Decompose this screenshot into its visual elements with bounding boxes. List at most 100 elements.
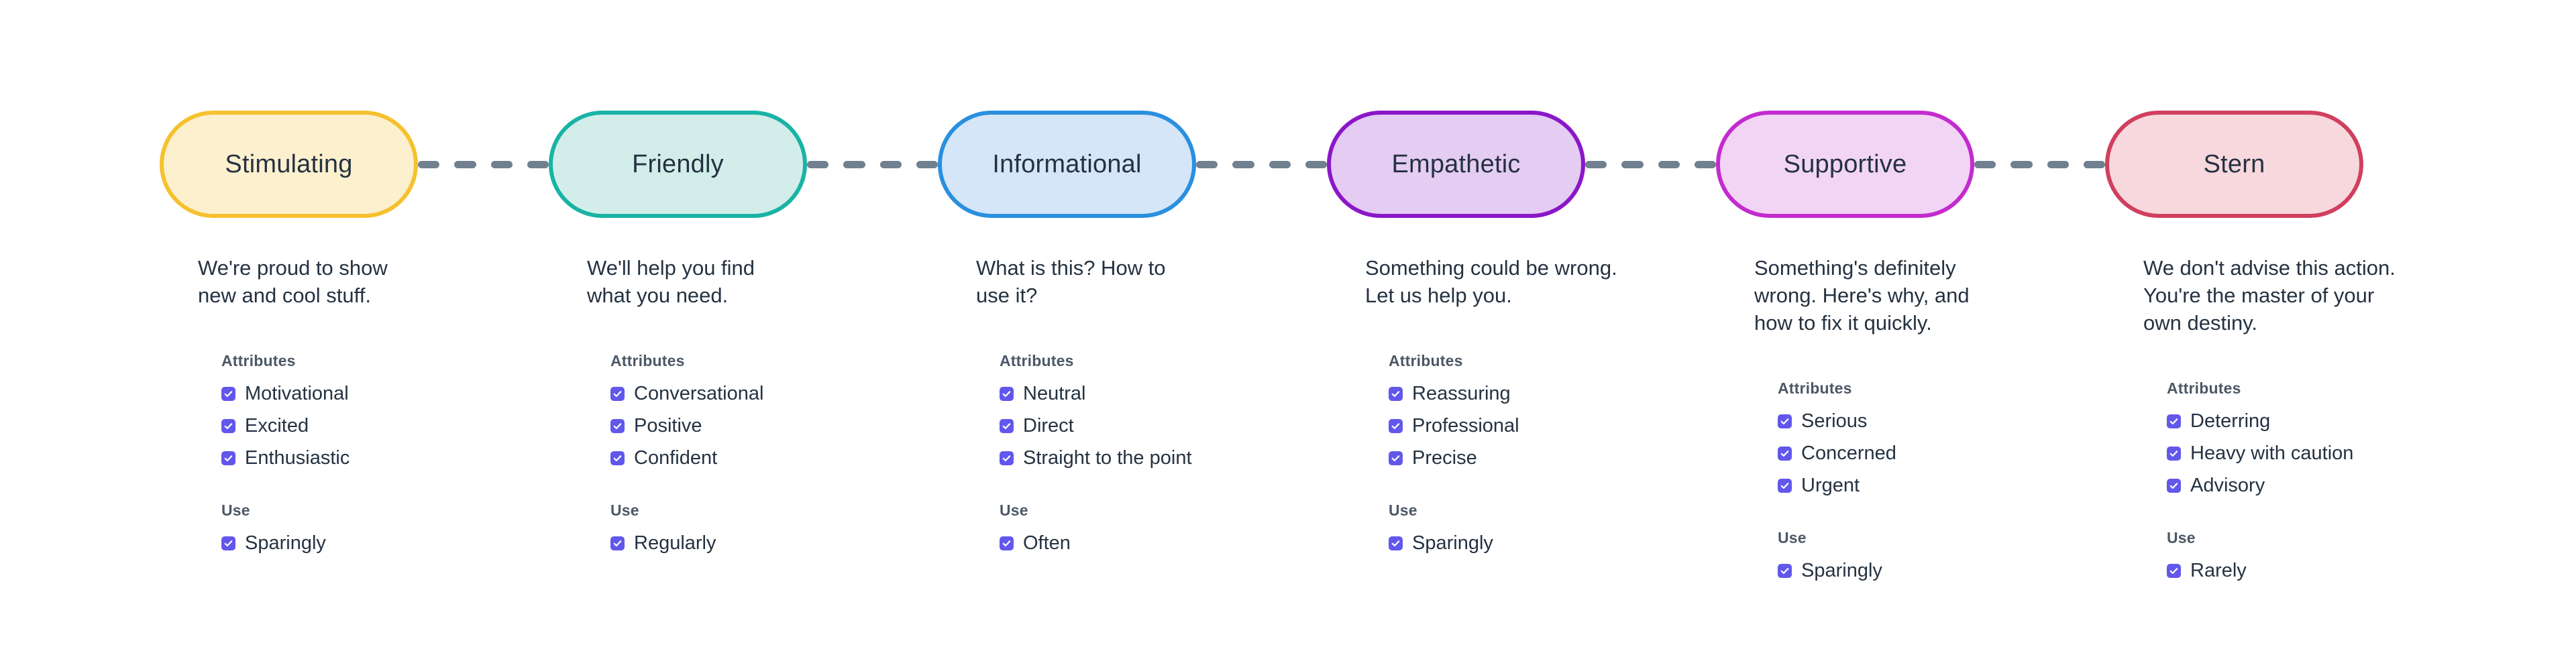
checklist-item-label: Enthusiastic <box>245 447 350 469</box>
checkbox-checked-icon[interactable] <box>610 536 625 551</box>
checkbox-checked-icon[interactable] <box>1778 447 1792 461</box>
tone-description: What is this? How to use it? <box>976 256 1166 307</box>
checkbox-checked-icon[interactable] <box>2167 414 2181 429</box>
checkbox-checked-icon[interactable] <box>1389 451 1403 466</box>
checklist-item[interactable]: Straight to the point <box>1000 442 1365 475</box>
checklist-item[interactable]: Serious <box>1778 406 2143 438</box>
checklist-item[interactable]: Rarely <box>2167 555 2532 587</box>
dashed-line-icon <box>807 160 938 168</box>
checklist-item[interactable]: Deterring <box>2167 406 2532 438</box>
checkbox-checked-icon[interactable] <box>221 419 235 434</box>
checkbox-checked-icon[interactable] <box>1000 387 1014 402</box>
checklist-item[interactable]: Professional <box>1389 410 1754 442</box>
connector-dash <box>527 160 549 168</box>
dashed-line-icon <box>1585 160 1716 168</box>
checkbox-checked-icon[interactable] <box>1778 414 1792 429</box>
checklist-item[interactable]: Regularly <box>610 528 976 560</box>
checkbox-checked-icon[interactable] <box>2167 479 2181 493</box>
connector-dash <box>2047 160 2069 168</box>
checklist-item[interactable]: Sparingly <box>1778 555 2143 587</box>
connector-dash <box>843 160 865 168</box>
checklist-item[interactable]: Reassuring <box>1389 378 1754 410</box>
checklist-item[interactable]: Advisory <box>2167 470 2532 502</box>
checklist-item[interactable]: Neutral <box>1000 378 1365 410</box>
connector-dash <box>490 160 513 168</box>
checklist-item-label: Positive <box>634 415 702 437</box>
tone-pill[interactable]: Empathetic <box>1327 111 1585 218</box>
tone-description: We're proud to show new and cool stuff. <box>198 256 388 307</box>
checklist-item[interactable]: Confident <box>610 442 976 475</box>
tone-pill[interactable]: Supportive <box>1716 111 1974 218</box>
checkbox-checked-icon[interactable] <box>221 536 235 551</box>
checklist-item[interactable]: Often <box>1000 528 1365 560</box>
checklist-item[interactable]: Concerned <box>1778 438 2143 470</box>
checkbox-checked-icon[interactable] <box>610 387 625 402</box>
checkbox-checked-icon[interactable] <box>1000 536 1014 551</box>
checklist-group-title: Attributes <box>610 351 685 369</box>
connector-dash <box>454 160 476 168</box>
checklist-item[interactable]: Positive <box>610 410 976 442</box>
checklist-item[interactable]: Sparingly <box>221 528 587 560</box>
checklist-item[interactable]: Heavy with caution <box>2167 438 2532 470</box>
tone-column: We're proud to show new and cool stuff.A… <box>198 255 587 587</box>
checklist-group-title: Use <box>2167 528 2196 546</box>
checkbox-checked-icon[interactable] <box>1389 536 1403 551</box>
checklist-item-label: Excited <box>245 415 309 437</box>
tone-description: We'll help you find what you need. <box>587 256 755 307</box>
tone-pill-label: Supportive <box>1783 150 1907 178</box>
tone-pill-label: Friendly <box>632 150 724 178</box>
checkbox-checked-icon[interactable] <box>1000 451 1014 466</box>
checklist-item[interactable]: Direct <box>1000 410 1365 442</box>
checklist-item-label: Confident <box>634 447 718 469</box>
checklist-item[interactable]: Sparingly <box>1389 528 1754 560</box>
checkbox-checked-icon[interactable] <box>1389 419 1403 434</box>
tone-pill[interactable]: Stimulating <box>160 111 418 218</box>
connector-dash <box>1585 160 1607 168</box>
tone-pill-label: Stimulating <box>225 150 353 178</box>
connector-dash <box>418 160 440 168</box>
checkbox-checked-icon[interactable] <box>610 451 625 466</box>
tone-column: Something's definitely wrong. Here's why… <box>1754 255 2143 587</box>
connector-dash <box>807 160 829 168</box>
checkbox-checked-icon[interactable] <box>1389 387 1403 402</box>
tone-pill[interactable]: Friendly <box>549 111 807 218</box>
tone-pill[interactable]: Stern <box>2105 111 2363 218</box>
dashed-line-icon <box>418 160 549 168</box>
checkbox-checked-icon[interactable] <box>1000 419 1014 434</box>
checklist-item-label: Direct <box>1023 415 1074 437</box>
checklist-item-label: Sparingly <box>245 532 326 554</box>
checkbox-checked-icon[interactable] <box>2167 447 2181 461</box>
checkbox-checked-icon[interactable] <box>610 419 625 434</box>
tone-pill[interactable]: Informational <box>938 111 1196 218</box>
checklist-item[interactable]: Precise <box>1389 442 1754 475</box>
tone-column: We don't advise this action. You're the … <box>2143 255 2532 587</box>
connector-dash <box>2083 160 2105 168</box>
connector-dash <box>1658 160 1680 168</box>
checkbox-checked-icon[interactable] <box>1778 564 1792 579</box>
checklist-item[interactable]: Excited <box>221 410 587 442</box>
checklist-group-title: Attributes <box>1389 351 1463 369</box>
checklist-item-label: Sparingly <box>1412 532 1493 554</box>
checkbox-checked-icon[interactable] <box>2167 564 2181 579</box>
checklist-item[interactable]: Conversational <box>610 378 976 410</box>
checkbox-checked-icon[interactable] <box>221 387 235 402</box>
checklist-item-label: Rarely <box>2190 560 2247 582</box>
tone-column: Something could be wrong. Let us help yo… <box>1365 255 1754 587</box>
tone-pill-label: Empathetic <box>1391 150 1521 178</box>
checklist-item[interactable]: Motivational <box>221 378 587 410</box>
checklist-group-title: Attributes <box>1778 379 1852 397</box>
checklist-item[interactable]: Urgent <box>1778 470 2143 502</box>
checkbox-checked-icon[interactable] <box>1778 479 1792 493</box>
checklist-item[interactable]: Enthusiastic <box>221 442 587 475</box>
checkbox-checked-icon[interactable] <box>221 451 235 466</box>
